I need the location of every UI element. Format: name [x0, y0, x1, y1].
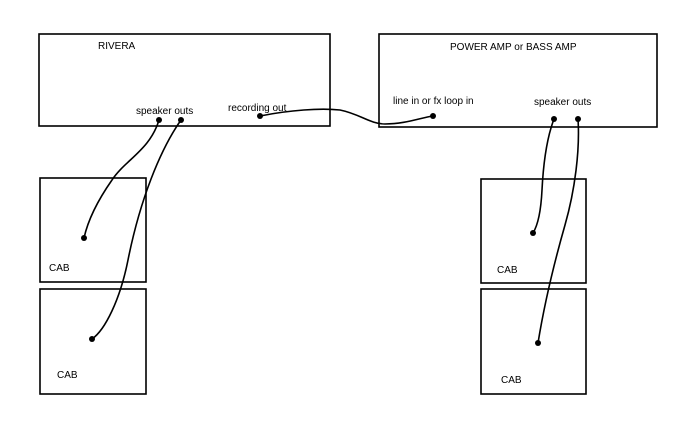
rivera-recording-out-jack [257, 113, 263, 119]
right-cab-1-input-jack [530, 230, 536, 236]
power-amp-title: POWER AMP or BASS AMP [450, 42, 577, 53]
rivera-speaker-outs-label: speaker outs [136, 106, 193, 117]
power-amp-line-in-label: line in or fx loop in [393, 96, 474, 107]
left-cab-1-input-jack [81, 235, 87, 241]
rivera-amp-title: RIVERA [98, 41, 136, 52]
left-cab-1-label: CAB [49, 263, 70, 274]
power-amp: POWER AMP or BASS AMP line in or fx loop… [378, 33, 658, 128]
power-amp-line-in-jack [430, 113, 436, 119]
rivera-recording-out-label: recording out [228, 103, 287, 114]
right-cab-2-box [480, 288, 587, 395]
left-cab-1-box [39, 177, 147, 283]
left-cab-2: CAB [39, 288, 147, 395]
recording-out-to-line-in-cable [259, 108, 434, 125]
right-cab-2: CAB [480, 288, 587, 395]
left-cab-2-input-jack [89, 336, 95, 342]
rivera-speaker-out-jack-2 [178, 117, 184, 123]
power-amp-box [378, 33, 658, 128]
rivera-to-left-cab-1-cable [83, 119, 160, 239]
rivera-speaker-out-jack-1 [156, 117, 162, 123]
power-amp-speaker-out-jack-2 [575, 116, 581, 122]
right-cab-1-label: CAB [497, 265, 518, 276]
right-cab-1: CAB [480, 178, 587, 284]
left-cab-2-label: CAB [57, 370, 78, 381]
rivera-to-left-cab-2-cable [91, 119, 182, 340]
right-cab-2-label: CAB [501, 375, 522, 386]
power-amp-speaker-outs-label: speaker outs [534, 97, 591, 108]
rivera-amp-box [38, 33, 331, 127]
left-cab-1: CAB [39, 177, 147, 283]
power-amp-to-right-cab-1-cable [532, 118, 555, 234]
power-amp-to-right-cab-2-cable [537, 118, 580, 344]
power-amp-speaker-out-jack-1 [551, 116, 557, 122]
left-cab-2-box [39, 288, 147, 395]
right-cab-1-box [480, 178, 587, 284]
rivera-amp: RIVERA speaker outs recording out [38, 33, 331, 127]
right-cab-2-input-jack [535, 340, 541, 346]
